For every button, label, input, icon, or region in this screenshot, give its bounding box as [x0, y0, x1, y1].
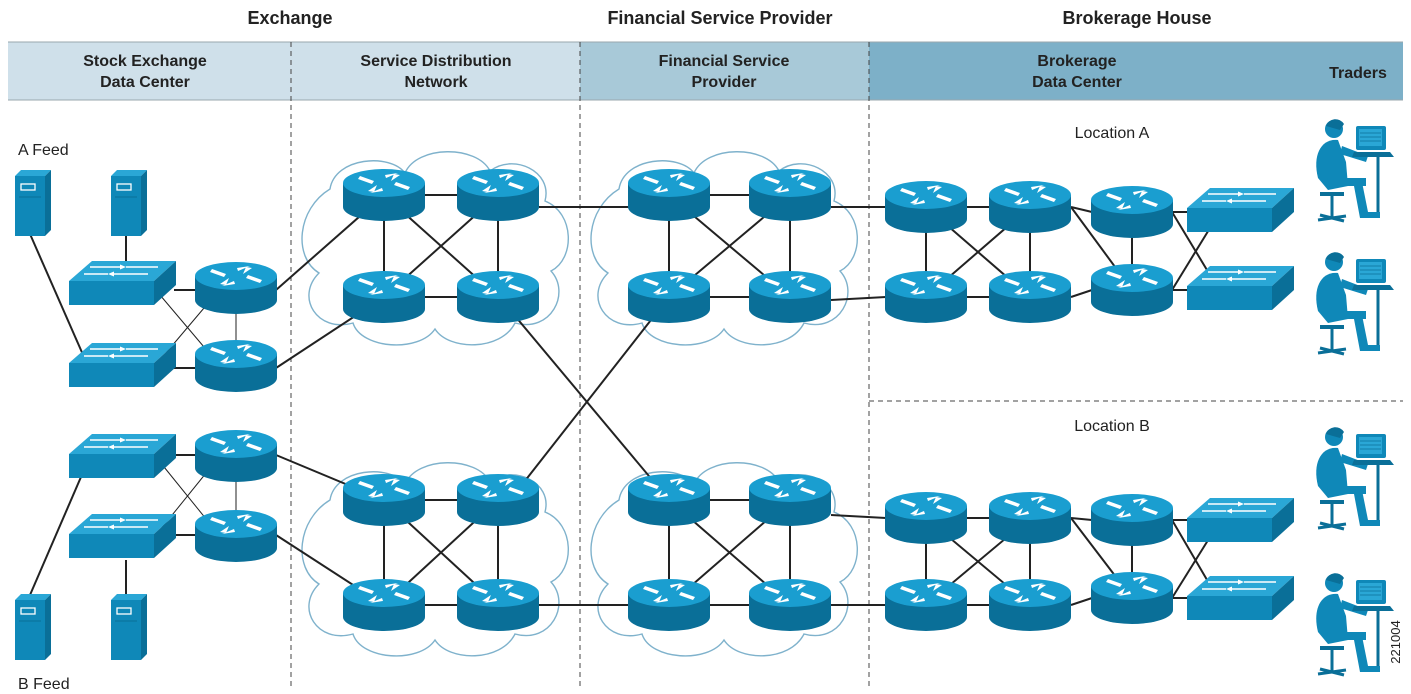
router-icon [1091, 494, 1173, 546]
section-label-brokerage-line1: Brokerage [1037, 53, 1116, 70]
router-icon [628, 579, 710, 631]
trader-workstation-icon [1314, 117, 1396, 223]
router-icon [343, 169, 425, 221]
router-icon [749, 474, 831, 526]
router-icon [457, 169, 539, 221]
trader-workstation-icon [1314, 425, 1396, 531]
brokerage-location-a [885, 181, 1295, 323]
a-feed-label: A Feed [18, 142, 69, 159]
section-label-provider-line2: Provider [692, 74, 757, 91]
router-icon [457, 474, 539, 526]
server-icon [110, 169, 148, 237]
group-label-financial-service-provider: Financial Service Provider [607, 8, 832, 28]
router-icon [749, 271, 831, 323]
switch-icon [68, 433, 177, 479]
router-icon [195, 262, 277, 314]
switch-icon [1186, 497, 1295, 543]
router-icon [628, 474, 710, 526]
router-icon [989, 181, 1071, 233]
diagram-labels: A Feed B Feed Location A Location B 2210… [18, 125, 1403, 693]
server-icon [14, 169, 52, 237]
router-icon [749, 579, 831, 631]
router-icon [195, 430, 277, 482]
section-label-stock-exchange-line1: Stock Exchange [83, 53, 207, 70]
router-icon [885, 492, 967, 544]
band-exchange [8, 42, 580, 100]
figure-id: 221004 [1388, 620, 1403, 663]
section-header-band: Stock Exchange Data Center Service Distr… [8, 41, 1403, 101]
group-label-brokerage-house: Brokerage House [1062, 8, 1211, 28]
brokerage-location-b [885, 492, 1295, 631]
switch-icon [68, 513, 177, 559]
trader-workstation-icon [1314, 571, 1396, 677]
section-label-stock-exchange-line2: Data Center [100, 74, 190, 91]
section-label-distribution-line1: Service Distribution [360, 53, 511, 70]
router-icon [195, 510, 277, 562]
router-icon [628, 271, 710, 323]
band-provider [580, 42, 869, 100]
switch-icon [68, 260, 177, 306]
band-brokerage [869, 42, 1403, 100]
router-icon [343, 474, 425, 526]
router-icon [343, 579, 425, 631]
exchange-devices [14, 169, 277, 661]
router-icon [1091, 572, 1173, 624]
location-b-label: Location B [1074, 418, 1150, 435]
switch-icon [1186, 575, 1295, 621]
section-label-provider-line1: Financial Service [659, 53, 790, 70]
switch-icon [1186, 187, 1295, 233]
router-icon [1091, 264, 1173, 316]
router-icon [195, 340, 277, 392]
router-icon [885, 579, 967, 631]
section-label-distribution-line2: Network [404, 74, 467, 91]
location-a-label: Location A [1075, 125, 1150, 142]
server-icon [14, 593, 52, 661]
router-icon [989, 492, 1071, 544]
router-icon [343, 271, 425, 323]
router-icon [1091, 186, 1173, 238]
router-icon [749, 169, 831, 221]
switch-icon [1186, 265, 1295, 311]
section-label-brokerage-line2: Data Center [1032, 74, 1122, 91]
traders [1314, 117, 1396, 677]
router-icon [885, 181, 967, 233]
server-icon [110, 593, 148, 661]
trader-workstation-icon [1314, 250, 1396, 356]
router-icon [989, 579, 1071, 631]
section-label-traders: Traders [1329, 65, 1387, 82]
router-icon [885, 271, 967, 323]
group-label-exchange: Exchange [247, 8, 332, 28]
switch-icon [68, 342, 177, 388]
b-feed-label: B Feed [18, 676, 70, 693]
top-group-labels: Exchange Financial Service Provider Brok… [247, 8, 1211, 28]
section-separators [290, 42, 1403, 690]
router-icon [457, 271, 539, 323]
router-icon [628, 169, 710, 221]
router-icon [989, 271, 1071, 323]
router-icon [457, 579, 539, 631]
